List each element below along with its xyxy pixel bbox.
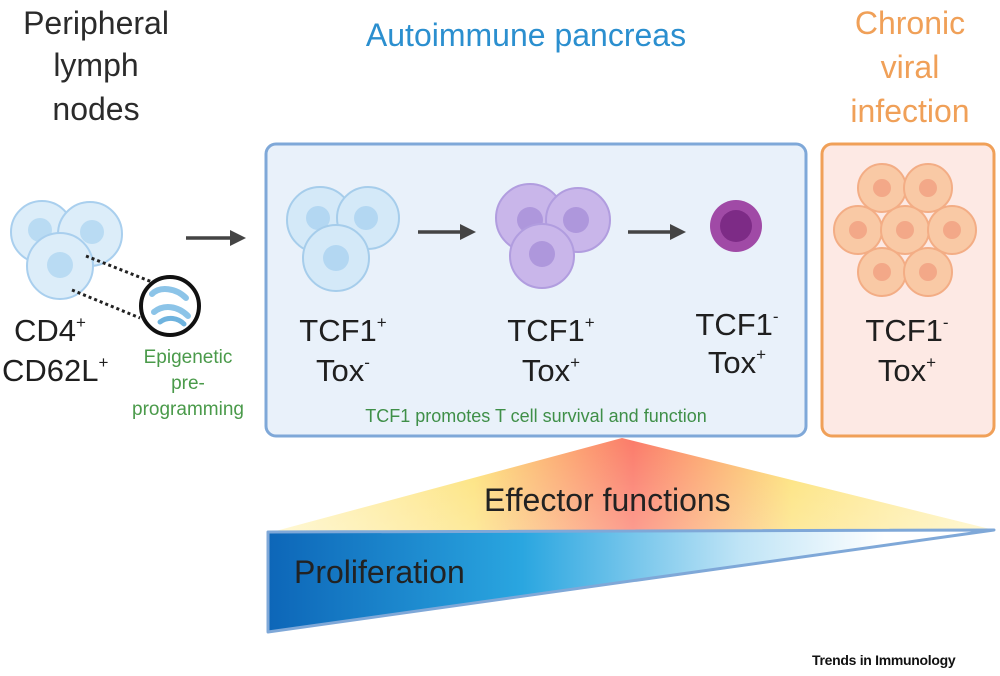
- viral-cell-cluster: [833, 163, 977, 297]
- stage3-label-tcf1: TCF1-: [695, 307, 779, 342]
- arrow-stage1-to-stage2: [418, 224, 476, 240]
- lymph-header-line3: nodes: [52, 91, 140, 127]
- viral-label-tox: Tox+: [877, 353, 937, 388]
- stage1-cell-cluster: [286, 186, 400, 292]
- epigenetic-label-line1: Epigenetic: [143, 347, 233, 368]
- stage2-label-tox: Tox+: [521, 353, 581, 388]
- naive-label-cd62l: CD62L+: [2, 353, 109, 388]
- stage3-cell: [710, 200, 762, 252]
- viral-header-line1: Chronic: [854, 5, 966, 41]
- naive-cell-cluster: [10, 200, 123, 300]
- epigenetic-label-line3: programming: [132, 399, 244, 420]
- stage1-label-tox: Tox-: [316, 353, 370, 388]
- stage2-label-tcf1: TCF1+: [507, 313, 595, 348]
- lymph-header-line2: lymph: [53, 47, 139, 83]
- arrow-to-pancreas: [186, 230, 246, 246]
- journal-footer: Trends in Immunology: [812, 652, 956, 668]
- naive-label-cd4: CD4+: [14, 313, 86, 348]
- viral-header-line2: viral: [880, 49, 940, 85]
- proliferation-label: Proliferation: [294, 554, 465, 590]
- arrow-stage2-to-stage3: [628, 224, 686, 240]
- effector-label: Effector functions: [484, 482, 731, 518]
- stage1-label-tcf1: TCF1+: [299, 313, 387, 348]
- pancreas-note: TCF1 promotes T cell survival and functi…: [365, 406, 707, 426]
- pancreas-header: Autoimmune pancreas: [365, 17, 687, 53]
- viral-label-tcf1: TCF1-: [865, 313, 949, 348]
- stage3-label-tox: Tox+: [707, 345, 767, 380]
- chromatin-icon: [139, 275, 201, 337]
- stage2-cell-cluster: [495, 183, 611, 289]
- viral-header-line3: infection: [850, 93, 970, 129]
- epigenetic-label-line2: pre-: [171, 373, 205, 394]
- lymph-header-line1: Peripheral: [23, 5, 169, 41]
- pancreas-box: [264, 142, 808, 438]
- zoom-line-lower: [71, 288, 141, 320]
